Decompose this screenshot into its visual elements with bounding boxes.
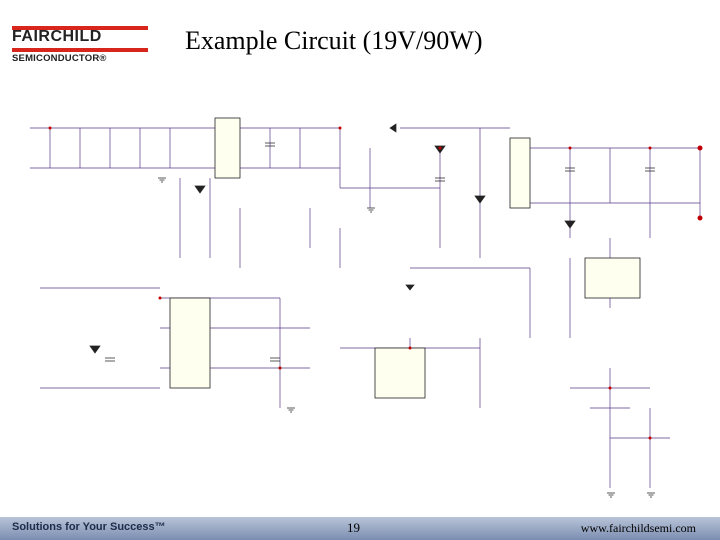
pwm-ic — [169, 297, 211, 389]
pfc-ic — [374, 347, 426, 399]
transformer — [509, 137, 531, 209]
logo-subtitle: SEMICONDUCTOR® — [12, 53, 107, 64]
fairchild-logo: FAIRCHILD SEMICONDUCTOR® — [12, 26, 152, 66]
bridge-rectifier — [214, 117, 241, 179]
page-number: 19 — [347, 520, 360, 535]
logo-wordmark: FAIRCHILD — [12, 28, 102, 45]
circuit-schematic — [30, 117, 703, 498]
footer-bar: Solutions for Your Success™ 19 www.fairc… — [0, 517, 720, 540]
footer-slogan: Solutions for Your Success™ — [12, 521, 166, 533]
footer-url[interactable]: www.fairchildsemi.com — [580, 521, 696, 535]
slide-title: Example Circuit (19V/90W) — [185, 26, 483, 55]
controller-ic — [584, 257, 641, 299]
